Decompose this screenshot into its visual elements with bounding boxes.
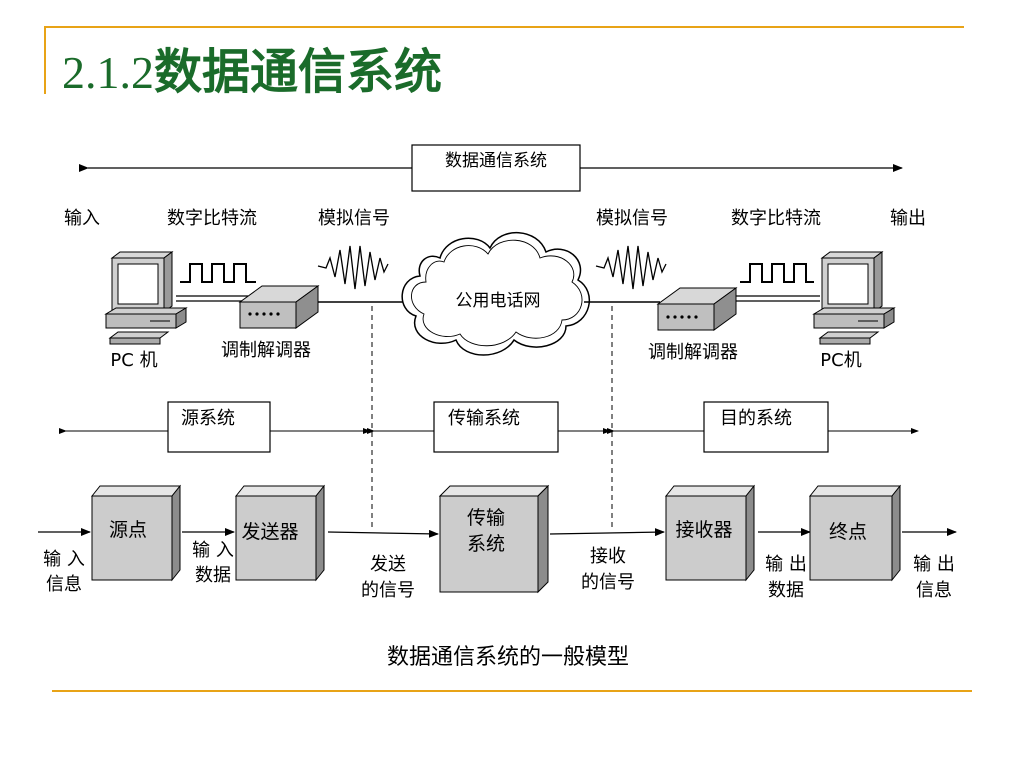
recv-signal-label-2: 的信号 <box>581 572 635 593</box>
source-system-box <box>167 401 271 453</box>
source-block <box>90 484 182 582</box>
out-info-label-1: 输 出 <box>913 554 955 575</box>
title-text: 数据通信系统 <box>154 44 443 100</box>
phone-network-cloud <box>401 232 590 356</box>
destination-label: 终点 <box>829 521 867 543</box>
digital-wave-right <box>740 263 814 283</box>
out-data-label-2: 数据 <box>768 580 804 601</box>
cable-left <box>176 295 248 302</box>
sent-signal-label-2: 的信号 <box>361 580 415 601</box>
slide-title: 2.1.2数据通信系统 <box>62 40 442 104</box>
system-label: 数据通信系统 <box>445 151 547 171</box>
transmission-label-2: 系统 <box>467 533 505 555</box>
diagram-caption: 数据通信系统的一般模型 <box>387 645 629 670</box>
transmission-block <box>438 484 550 594</box>
destination-block <box>808 484 902 582</box>
label-digital-left: 数字比特流 <box>167 208 257 229</box>
analog-wave-left <box>317 245 389 290</box>
label-output: 输出 <box>890 208 926 229</box>
modem-right-label: 调制解调器 <box>648 342 738 363</box>
source-label: 源点 <box>109 519 147 541</box>
transmission-system-box <box>433 401 559 453</box>
out-data-label-1: 输 出 <box>765 554 807 575</box>
label-digital-right: 数字比特流 <box>731 208 821 229</box>
digital-wave-left <box>180 263 256 283</box>
receiver-label: 接收器 <box>675 519 732 541</box>
bottom-accent-line <box>52 690 972 692</box>
out-info-label-2: 信息 <box>916 580 952 601</box>
receiver-block <box>664 484 756 582</box>
destination-system-box <box>703 401 829 453</box>
recv-signal-label-1: 接收 <box>590 546 626 567</box>
modem-right-icon <box>656 287 738 331</box>
source-system-label: 源系统 <box>181 408 235 429</box>
analog-wave-right <box>595 245 667 290</box>
transmission-label-1: 传输 <box>467 507 505 529</box>
sent-signal-label-1: 发送 <box>370 554 406 575</box>
cable-right <box>736 295 820 302</box>
title-accent-bar <box>44 26 46 94</box>
pc-right-icon <box>812 251 896 345</box>
transmission-system-label: 传输系统 <box>448 408 520 429</box>
system-label-box <box>411 144 581 192</box>
transmitter-label: 发送器 <box>241 521 298 543</box>
modem-left-icon <box>238 285 320 329</box>
modem-left-label: 调制解调器 <box>221 340 311 361</box>
flow-arrow-channel-receiver <box>549 528 665 537</box>
title-number: 2.1.2 <box>62 47 154 98</box>
pc-right-label: PC机 <box>820 350 861 371</box>
in-data-label-1: 输 入 <box>192 540 234 561</box>
label-analog-left: 模拟信号 <box>318 208 390 229</box>
label-analog-right: 模拟信号 <box>596 208 668 229</box>
label-input: 输入 <box>64 208 100 229</box>
in-info-label-1: 输 入 <box>43 549 85 570</box>
pc-left-label: PC 机 <box>110 350 157 371</box>
network-label: 公用电话网 <box>456 291 541 311</box>
in-info-label-2: 信息 <box>46 574 82 595</box>
transmitter-block <box>234 484 326 582</box>
destination-system-label: 目的系统 <box>720 408 792 429</box>
pc-left-icon <box>104 251 188 345</box>
flow-arrow-transmitter-channel <box>327 529 439 538</box>
in-data-label-2: 数据 <box>195 565 231 586</box>
top-accent-line <box>44 26 964 28</box>
